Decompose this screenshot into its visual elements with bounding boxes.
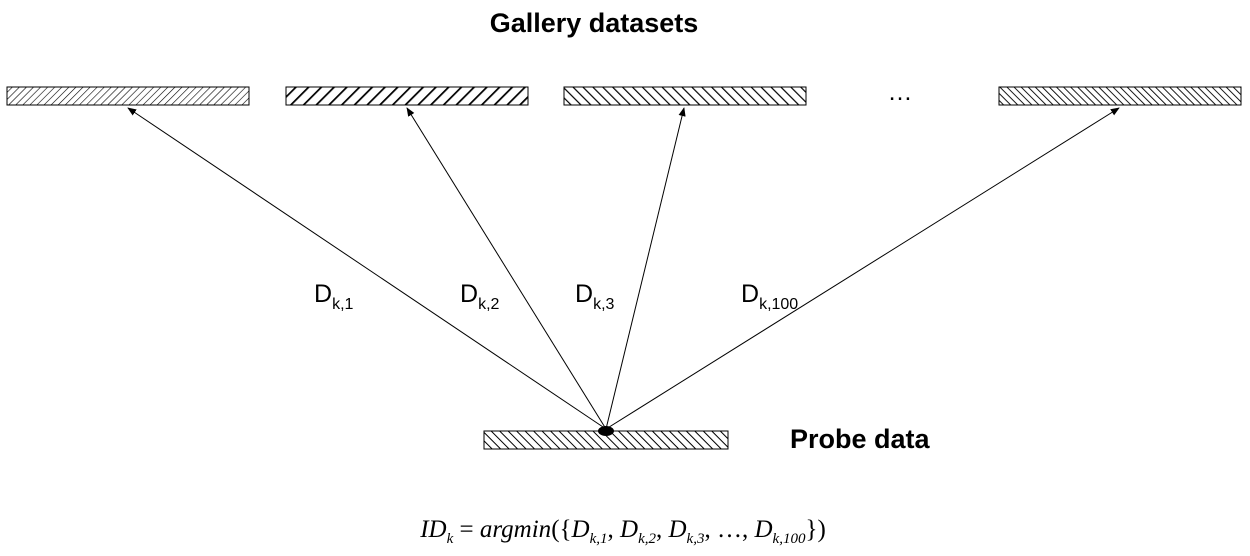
distance-label-3: Dk,3: [575, 280, 615, 313]
distance-label-1: Dk,1: [314, 280, 354, 313]
gallery-dataset-1: [6, 86, 250, 106]
argmin-formula: IDk = argmin({Dk,1, Dk,2, Dk,3, …, Dk,10…: [419, 516, 826, 547]
probe-label: Probe data: [790, 424, 931, 454]
diagram-title: Gallery datasets: [490, 8, 699, 38]
distance-label-2: Dk,2: [460, 280, 500, 313]
gallery-dataset-2: [285, 86, 529, 106]
gallery-dataset-3: [563, 86, 807, 106]
ellipsis: …: [888, 78, 913, 106]
distance-arrow-1: [127, 107, 607, 430]
distance-label-100: Dk,100: [741, 280, 798, 313]
distance-arrow-2: [406, 107, 607, 430]
probe-origin-point: [598, 426, 614, 436]
distance-arrow-100: [605, 107, 1120, 430]
distance-arrow-3: [605, 107, 686, 430]
gallery-dataset-100: [998, 86, 1242, 106]
